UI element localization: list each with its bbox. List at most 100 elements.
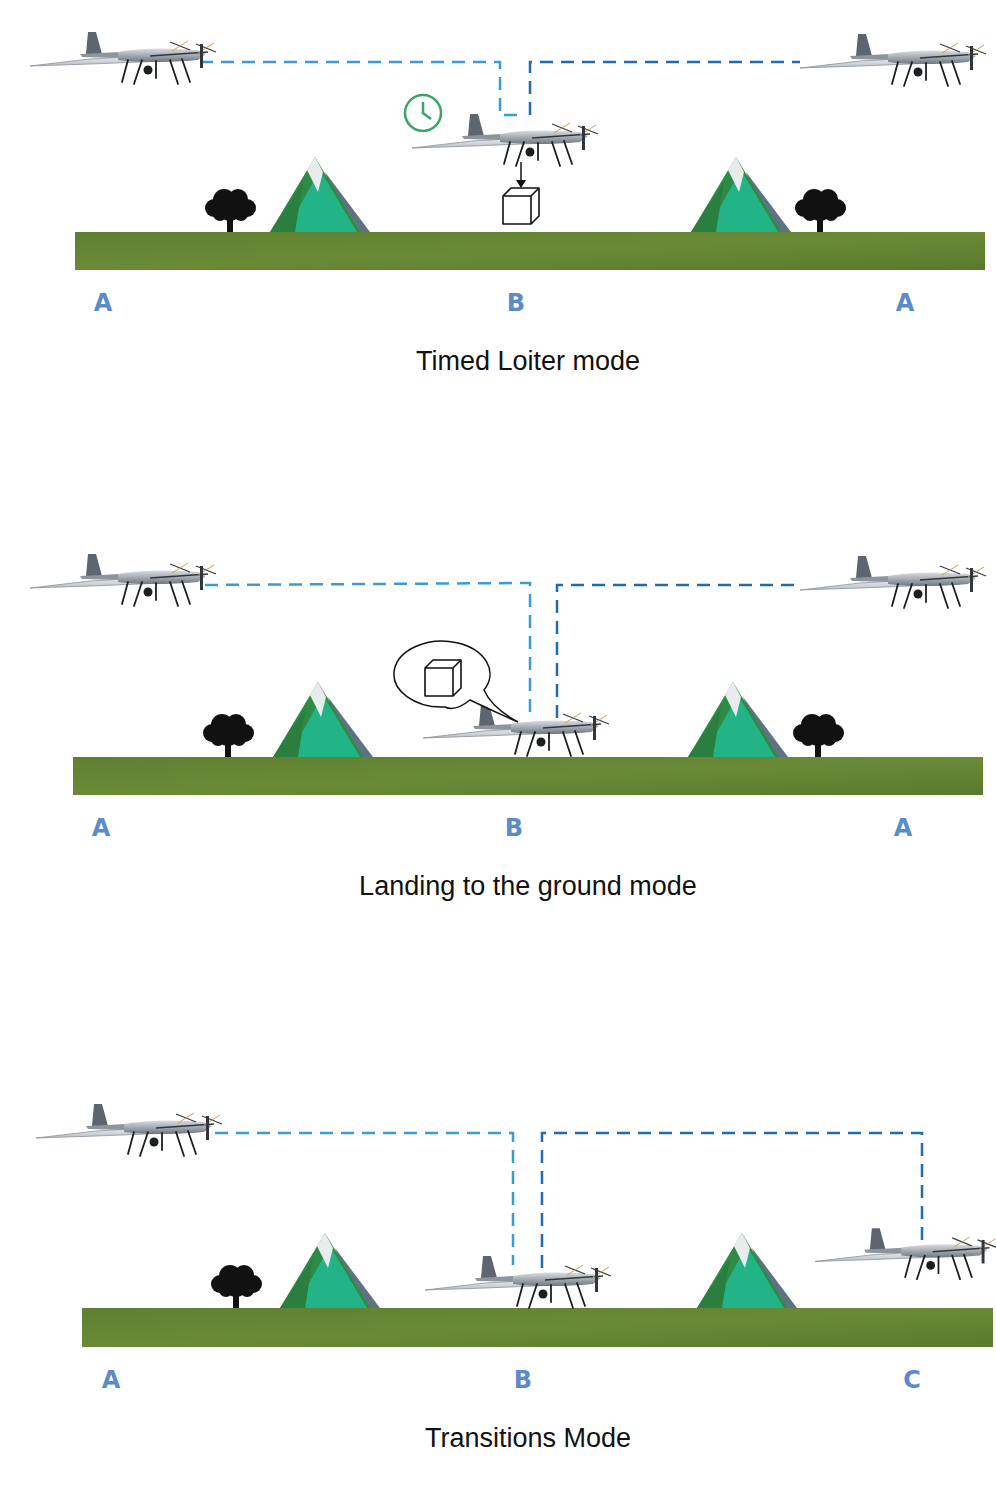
camera-gimbal — [150, 1138, 159, 1147]
landing-gear — [940, 584, 948, 608]
landing-gear — [515, 732, 521, 754]
clock-icon — [405, 95, 441, 131]
point-letter: C — [903, 1366, 921, 1394]
landing-gear — [140, 1132, 148, 1156]
landing-gear — [182, 581, 190, 604]
propeller — [172, 41, 188, 51]
tree — [795, 189, 846, 232]
mountain — [273, 682, 373, 757]
tree-crown — [234, 207, 248, 221]
speech-bubble — [394, 641, 518, 722]
camera-gimbal — [526, 148, 535, 157]
tail-boom — [80, 52, 120, 58]
point-letter: A — [94, 289, 113, 317]
tail-fin — [481, 1256, 497, 1278]
flight-path — [557, 585, 800, 718]
landing-gear — [155, 61, 157, 78]
tail-fin — [856, 556, 872, 578]
landing-gear — [563, 732, 571, 756]
flight-path — [200, 62, 520, 115]
mountain-snow — [725, 682, 741, 717]
ground — [73, 757, 983, 795]
mountain-snow — [734, 1233, 750, 1268]
propeller — [196, 566, 216, 574]
landing-gear — [527, 732, 535, 756]
propeller — [554, 123, 570, 133]
landing-gear — [176, 1132, 184, 1156]
tail-boom — [86, 1124, 126, 1130]
rotor-arm — [200, 566, 203, 590]
package-cube — [425, 660, 461, 696]
landing-gear — [952, 1256, 960, 1280]
tail-boom — [864, 1248, 903, 1254]
landing-gear — [577, 1283, 585, 1306]
rotor-arm — [982, 1240, 985, 1264]
flight-path — [530, 62, 800, 115]
landing-gear — [155, 583, 157, 600]
propeller — [563, 714, 583, 722]
landing-gear — [952, 61, 960, 84]
landing-gear — [182, 59, 190, 82]
mountain-snow — [317, 1233, 333, 1268]
landing-gear — [892, 584, 898, 606]
landing-gear — [938, 1257, 940, 1274]
landing-gear — [904, 62, 912, 86]
vtol-drone — [800, 556, 986, 608]
tail-fin — [92, 1104, 108, 1126]
landing-gear — [565, 1284, 573, 1308]
vtol-drone — [423, 704, 609, 756]
landing-gear — [575, 731, 583, 754]
landing-gear — [122, 60, 128, 82]
tree-crown — [801, 732, 815, 746]
propeller — [176, 1114, 196, 1122]
landing-gear — [552, 142, 560, 166]
cube-outline — [503, 188, 539, 224]
mountain-back — [273, 682, 363, 757]
tail-fin — [856, 34, 872, 56]
mode-caption: Timed Loiter mode — [416, 346, 640, 377]
landing-gear — [516, 142, 524, 166]
tail-boom — [462, 134, 502, 140]
propeller — [942, 43, 958, 53]
propeller — [178, 1113, 194, 1123]
rotor-arm — [582, 126, 585, 150]
mountain-back — [697, 1233, 787, 1308]
rotor-arm — [970, 46, 973, 70]
propeller — [172, 563, 188, 573]
landing-gear — [952, 583, 960, 606]
landing-gear — [170, 582, 178, 606]
drop-arrowhead — [516, 180, 526, 188]
propeller — [565, 1266, 585, 1274]
landing-gear — [504, 142, 510, 164]
ground — [75, 232, 985, 270]
mountain-left — [688, 707, 721, 757]
mountain — [270, 157, 370, 232]
clock-face — [405, 95, 441, 131]
tree-crown — [219, 1283, 233, 1297]
tree-crown — [213, 207, 227, 221]
vtol-drone — [815, 1228, 996, 1279]
tail-fin — [468, 114, 484, 136]
flight-path — [542, 1133, 922, 1268]
mountain-back — [280, 1233, 370, 1308]
tree-crown — [803, 207, 817, 221]
camera-gimbal — [914, 590, 923, 599]
vtol-drone — [30, 554, 216, 606]
propeller — [202, 1116, 222, 1124]
rotor-arm — [200, 44, 203, 68]
landing-gear — [904, 584, 912, 608]
mountain-left — [280, 1258, 313, 1308]
propeller — [170, 42, 190, 50]
mountain-back — [270, 157, 360, 232]
mountain-snow — [310, 682, 326, 717]
landing-gear — [122, 582, 128, 604]
landing-gear — [134, 60, 142, 84]
vtol-drone — [36, 1104, 222, 1156]
propeller — [170, 564, 190, 572]
mountain — [697, 1233, 797, 1308]
tail-boom — [850, 576, 890, 582]
landing-gear — [548, 733, 550, 750]
propeller — [591, 1268, 611, 1276]
